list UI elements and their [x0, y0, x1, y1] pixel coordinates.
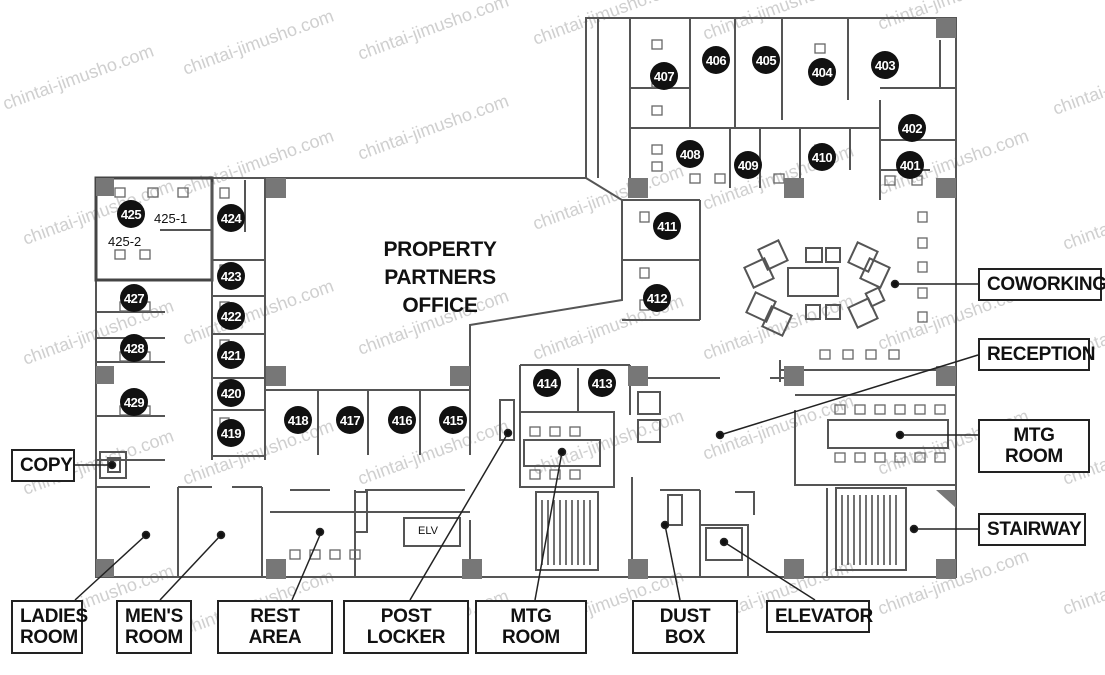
- room-425-1-label: 425-1: [154, 211, 188, 226]
- label-elevator: ELEVATOR: [766, 600, 873, 633]
- label-ladies-room: LADIES ROOM: [11, 600, 88, 654]
- room-number-414: 414: [533, 369, 561, 397]
- room-number-418: 418: [284, 406, 312, 434]
- room-number-408: 408: [676, 140, 704, 168]
- label-reception: RECEPTION: [978, 338, 1095, 371]
- room-number-421: 421: [217, 341, 245, 369]
- room-number-428: 428: [120, 334, 148, 362]
- room-number-406: 406: [702, 46, 730, 74]
- room-number-413: 413: [588, 369, 616, 397]
- room-number-412: 412: [643, 284, 671, 312]
- room-number-419: 419: [217, 419, 245, 447]
- room-number-404: 404: [808, 58, 836, 86]
- office-name-line2: OFFICE: [402, 294, 478, 317]
- room-number-415: 415: [439, 406, 467, 434]
- room-number-410: 410: [808, 143, 836, 171]
- elv-small-label: ELV: [418, 525, 438, 537]
- room-number-417: 417: [336, 406, 364, 434]
- room-number-422: 422: [217, 302, 245, 330]
- room-number-420: 420: [217, 379, 245, 407]
- room-number-403: 403: [871, 51, 899, 79]
- room-number-409: 409: [734, 151, 762, 179]
- room-number-427: 427: [120, 284, 148, 312]
- office-title: PROPERTY PARTNERS OFFICE: [330, 236, 550, 320]
- label-copy: COPY: [11, 449, 75, 482]
- room-number-424: 424: [217, 204, 245, 232]
- label-coworking: COWORKING: [978, 268, 1105, 301]
- room-number-423: 423: [217, 262, 245, 290]
- room-number-402: 402: [898, 114, 926, 142]
- room-number-411: 411: [653, 212, 681, 240]
- label-mtg-room-right: MTG ROOM: [978, 419, 1090, 473]
- room-425-2-label: 425-2: [108, 234, 142, 249]
- room-number-405: 405: [752, 46, 780, 74]
- label-mens-room: MEN'S ROOM: [116, 600, 192, 654]
- room-number-407: 407: [650, 62, 678, 90]
- room-number-429: 429: [120, 388, 148, 416]
- room-number-416: 416: [388, 406, 416, 434]
- room-number-425: 425: [117, 200, 145, 228]
- label-post-locker: POST LOCKER: [343, 600, 469, 654]
- office-name: PROPERTY PARTNERS: [383, 238, 497, 289]
- label-mtg-room-bottom: MTG ROOM: [475, 600, 587, 654]
- label-dust-box: DUST BOX: [632, 600, 738, 654]
- room-number-401: 401: [896, 151, 924, 179]
- label-stairway: STAIRWAY: [978, 513, 1086, 546]
- label-rest-area: REST AREA: [217, 600, 333, 654]
